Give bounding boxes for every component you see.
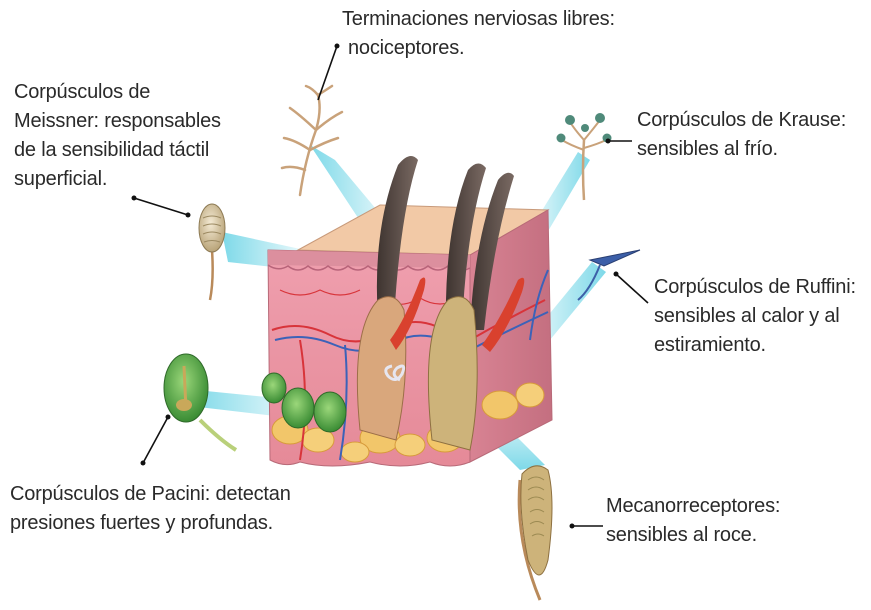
label-line: presiones fuertes y profundas. [10,509,291,538]
label-line: superficial. [14,165,221,194]
label-line: sensibles al frío. [637,135,846,164]
meissner-corpuscle-icon [199,204,225,300]
label-line: Meissner: responsables [14,107,221,136]
label-line: sensibles al calor y al [654,302,856,331]
leader-terminaciones [318,46,337,100]
label-mecanorreceptores: Mecanorreceptores: sensibles al roce. [606,492,780,550]
label-line: Corpúsculos de [14,78,221,107]
label-line: estiramiento. [654,331,856,360]
label-line: nociceptores. [342,34,615,63]
label-ruffini: Corpúsculos de Ruffini: sensibles al cal… [654,273,856,360]
label-krause: Corpúsculos de Krause: sensibles al frío… [637,106,846,164]
label-line: Terminaciones nerviosas libres: [342,5,615,34]
hair-follicle-receptor-icon [519,466,552,600]
label-line: Mecanorreceptores: [606,492,780,521]
skin-cross-section-illustration [262,156,552,466]
label-line: sensibles al roce. [606,521,780,550]
leader-ruffini [616,274,648,303]
label-line: de la sensibilidad táctil [14,136,221,165]
label-line: Corpúsculos de Ruffini: [654,273,856,302]
leader-pacini [143,417,168,463]
label-line: Corpúsculos de Pacini: detectan [10,480,291,509]
label-pacini: Corpúsculos de Pacini: detectan presione… [10,480,291,538]
leader-meissner [134,198,188,215]
label-terminaciones-nerviosas: Terminaciones nerviosas libres: nocicept… [342,5,615,63]
label-line: Corpúsculos de Krause: [637,106,846,135]
label-meissner: Corpúsculos de Meissner: responsables de… [14,78,221,194]
